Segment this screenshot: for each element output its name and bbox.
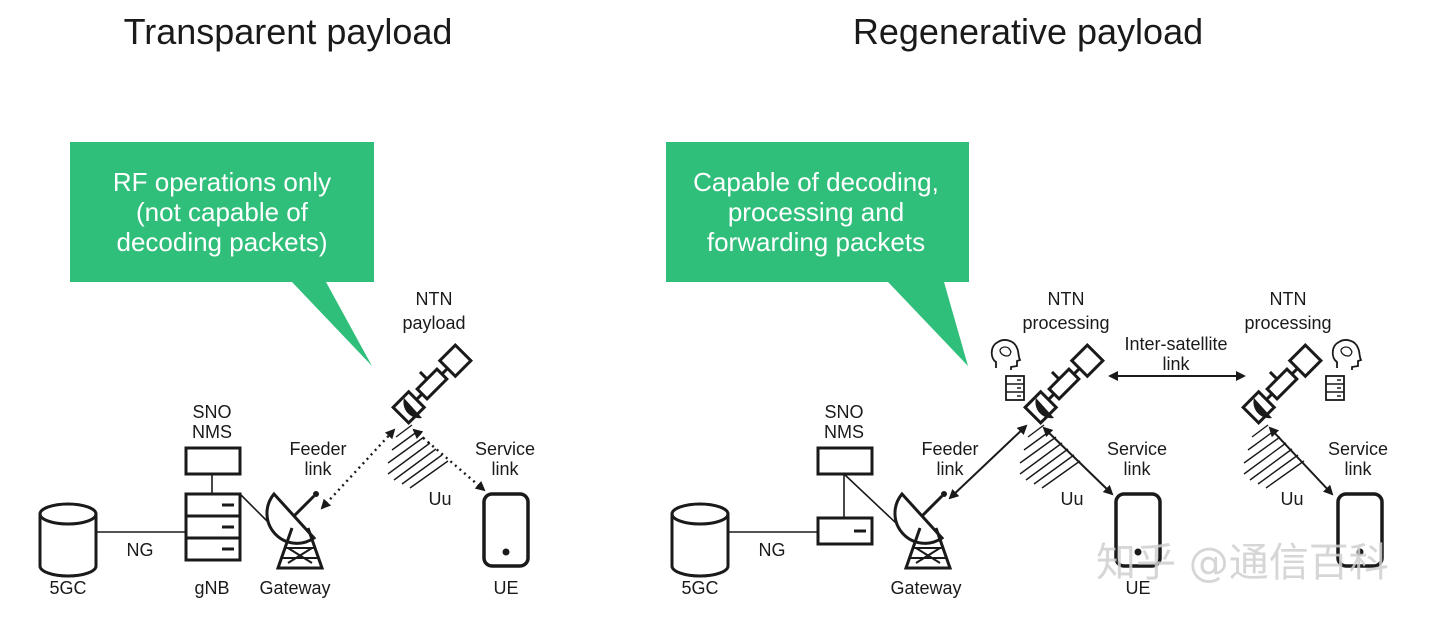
left-beam-icon bbox=[387, 424, 449, 489]
right-gateway-dish-icon bbox=[893, 489, 952, 570]
left-payload-label-1: NTN bbox=[416, 289, 453, 309]
left-panel: Transparent payload RF operations only (… bbox=[38, 11, 535, 598]
right-sno-nms-box bbox=[816, 446, 874, 476]
right-panel: Regenerative payload Capable of decoding… bbox=[666, 11, 1388, 598]
right-sat2-brain-icon bbox=[1331, 339, 1362, 371]
right-isl-label-1: Inter-satellite bbox=[1124, 334, 1227, 354]
right-beam2-icon bbox=[1243, 424, 1305, 489]
right-sat1-brain-icon bbox=[990, 339, 1021, 371]
left-gateway-dish-icon bbox=[265, 489, 324, 570]
right-uu-label-1: Uu bbox=[1060, 489, 1083, 509]
left-feeder-label-1: Feeder bbox=[289, 439, 346, 459]
left-satellite-icon bbox=[387, 339, 473, 425]
right-processing1-label-1: NTN bbox=[1048, 289, 1085, 309]
right-feeder-label-1: Feeder bbox=[921, 439, 978, 459]
left-callout-line-1: RF operations only bbox=[113, 167, 331, 197]
left-callout-line-2: (not capable of bbox=[136, 197, 309, 227]
right-ground-unit-icon bbox=[816, 516, 874, 546]
right-service2-label-2: link bbox=[1344, 459, 1372, 479]
left-feeder-label-2: link bbox=[304, 459, 332, 479]
right-callout-line-3: forwarding packets bbox=[707, 227, 925, 257]
left-ue-phone-icon bbox=[482, 492, 530, 568]
right-processing1-label-2: processing bbox=[1022, 313, 1109, 333]
left-title: Transparent payload bbox=[124, 11, 453, 52]
right-satellite2-icon bbox=[1237, 339, 1323, 425]
right-processing2-label-2: processing bbox=[1244, 313, 1331, 333]
left-callout: RF operations only (not capable of decod… bbox=[70, 142, 374, 366]
left-service-label-1: Service bbox=[475, 439, 535, 459]
right-service-link-2 bbox=[1268, 426, 1334, 496]
left-gnb-icon bbox=[184, 492, 242, 562]
right-gateway-label: Gateway bbox=[890, 578, 961, 598]
left-uu-label: Uu bbox=[428, 489, 451, 509]
right-feeder-link bbox=[948, 424, 1028, 500]
right-callout: Capable of decoding, processing and forw… bbox=[666, 142, 969, 366]
right-processing2-label-1: NTN bbox=[1270, 289, 1307, 309]
right-satellite1-icon bbox=[1019, 339, 1105, 425]
left-gnb-label: gNB bbox=[194, 578, 229, 598]
left-ue-label: UE bbox=[493, 578, 518, 598]
right-service2-label-1: Service bbox=[1328, 439, 1388, 459]
right-5gc-icon bbox=[670, 502, 730, 578]
right-sno-label-2: NMS bbox=[824, 422, 864, 442]
right-callout-line-1: Capable of decoding, bbox=[693, 167, 939, 197]
left-service-link bbox=[412, 428, 486, 492]
right-feeder-label-2: link bbox=[936, 459, 964, 479]
left-sno-label-1: SNO bbox=[192, 402, 231, 422]
right-uu-label-2: Uu bbox=[1280, 489, 1303, 509]
right-service-link-1 bbox=[1042, 426, 1114, 496]
left-gateway-label: Gateway bbox=[259, 578, 330, 598]
left-ng-label: NG bbox=[127, 540, 154, 560]
left-service-label-2: link bbox=[491, 459, 519, 479]
left-sno-nms-box bbox=[184, 446, 242, 476]
watermark-text: 知乎 @通信百科 bbox=[1096, 540, 1389, 586]
left-5gc-icon bbox=[38, 502, 98, 578]
left-callout-line-3: decoding packets) bbox=[116, 227, 327, 257]
right-sat1-server-icon bbox=[1005, 375, 1025, 401]
left-5gc-label: 5GC bbox=[49, 578, 86, 598]
left-sno-label-2: NMS bbox=[192, 422, 232, 442]
right-title: Regenerative payload bbox=[853, 11, 1203, 52]
right-callout-line-2: processing and bbox=[728, 197, 904, 227]
left-payload-label-2: payload bbox=[402, 313, 465, 333]
right-isl-label-2: link bbox=[1162, 354, 1190, 374]
right-service1-label-1: Service bbox=[1107, 439, 1167, 459]
right-service1-label-2: link bbox=[1123, 459, 1151, 479]
right-ng-label: NG bbox=[759, 540, 786, 560]
right-ue-label: UE bbox=[1125, 578, 1150, 598]
right-sat2-server-icon bbox=[1325, 375, 1345, 401]
right-5gc-label: 5GC bbox=[681, 578, 718, 598]
right-sno-label-1: SNO bbox=[824, 402, 863, 422]
